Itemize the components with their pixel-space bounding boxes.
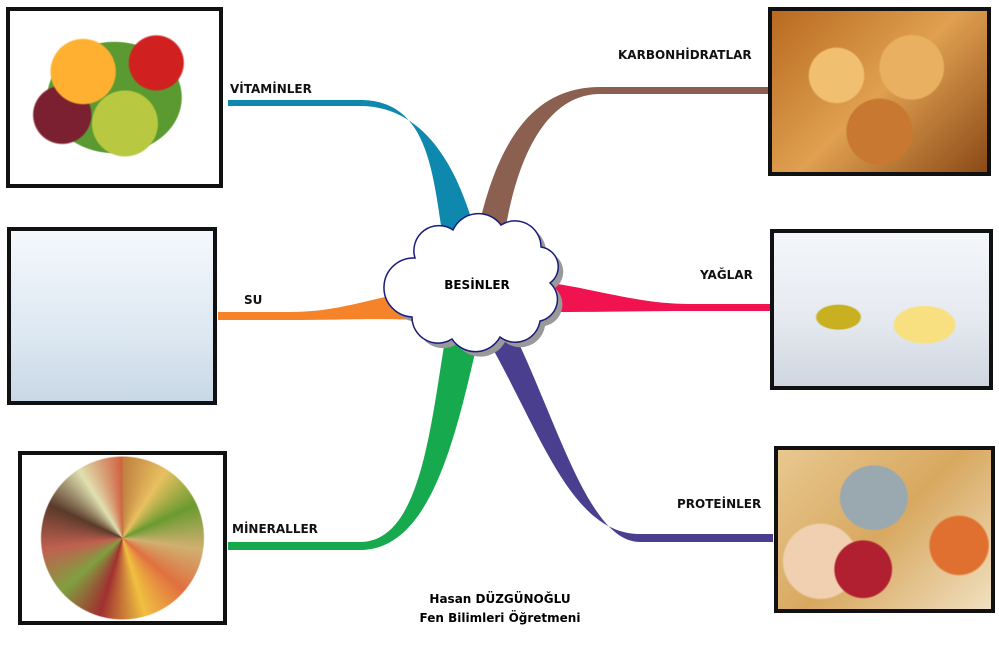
label-mineraller: MİNERALLER bbox=[232, 522, 318, 536]
branch-mineraller bbox=[228, 340, 478, 550]
branch-vitaminler bbox=[228, 100, 474, 232]
branch-karbonhidratlar bbox=[478, 87, 768, 232]
proteins-image bbox=[774, 446, 995, 613]
label-vitaminler: VİTAMİNLER bbox=[230, 82, 312, 96]
center-label: BESİNLER bbox=[444, 278, 510, 292]
minerals-image bbox=[18, 451, 227, 625]
fats-image bbox=[770, 229, 993, 390]
label-yaglar: YAĞLAR bbox=[700, 268, 753, 282]
carbohydrates-image bbox=[768, 7, 991, 176]
label-karbonhidratlar: KARBONHİDRATLAR bbox=[618, 48, 752, 62]
water-image bbox=[7, 227, 217, 405]
author-name: Hasan DÜZGÜNOĞLU bbox=[429, 592, 571, 606]
label-su: SU bbox=[244, 293, 263, 307]
branch-su bbox=[218, 290, 420, 320]
vitamins-image bbox=[6, 7, 223, 188]
author-credit: Hasan DÜZGÜNOĞLU Fen Bilimleri Öğretmeni bbox=[400, 590, 600, 628]
center-cloud bbox=[383, 212, 564, 357]
branch-proteinler bbox=[485, 335, 773, 542]
branch-yaglar bbox=[545, 282, 770, 312]
label-proteinler: PROTEİNLER bbox=[677, 497, 762, 511]
author-title: Fen Bilimleri Öğretmeni bbox=[419, 611, 581, 625]
